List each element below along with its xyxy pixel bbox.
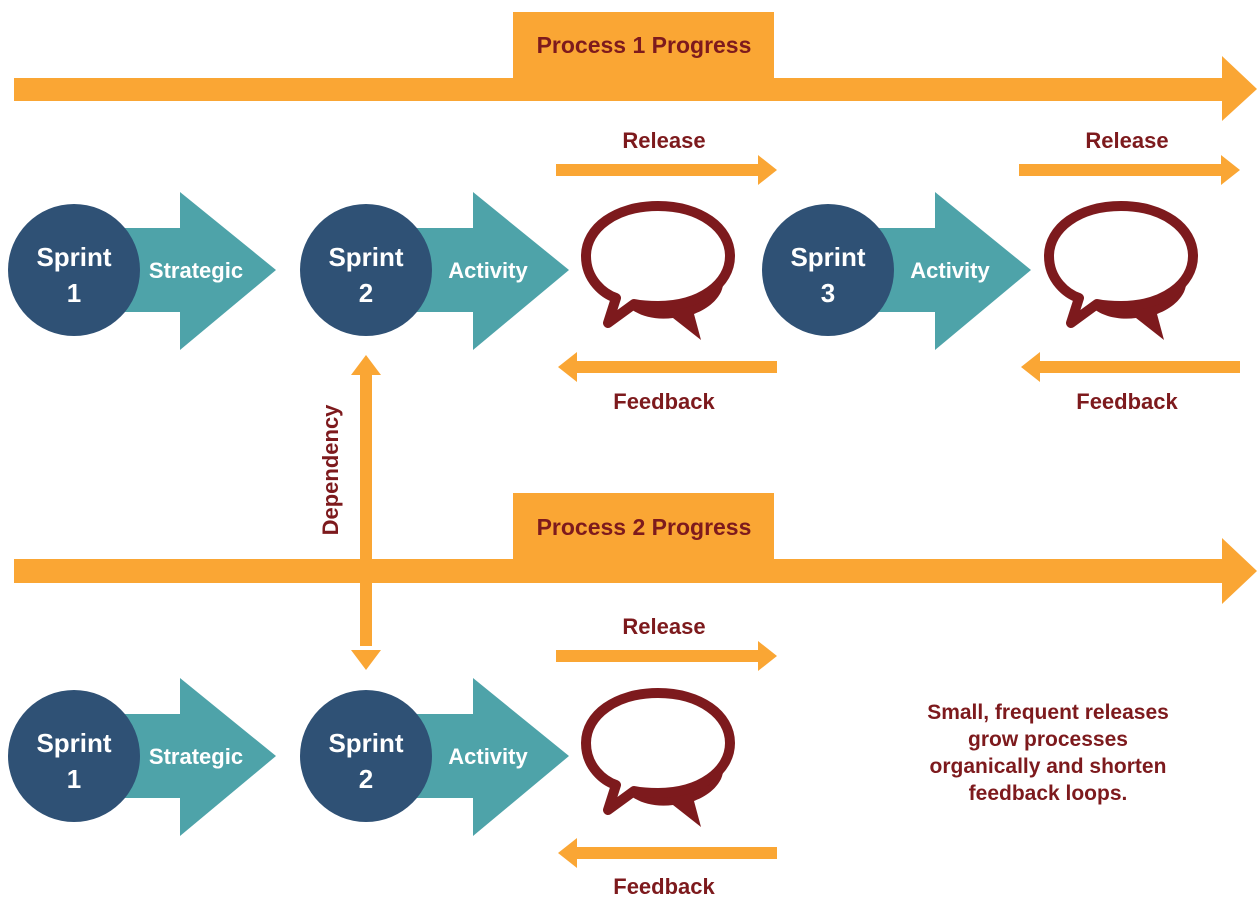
dependency-arrowhead-up bbox=[351, 355, 381, 375]
note-line: Small, frequent releases bbox=[927, 701, 1169, 724]
process-1-banner-title: Process 1 Progress bbox=[537, 32, 752, 58]
process-2-feedback-loop-1: Release Feedback bbox=[556, 614, 777, 897]
sprint-circle bbox=[8, 204, 140, 336]
sprint-label: Sprint bbox=[36, 242, 111, 272]
sprint-circle bbox=[8, 690, 140, 822]
sprint-number: 1 bbox=[67, 764, 81, 794]
process-2-banner-tab bbox=[513, 493, 774, 560]
process-1-feedback-loop-1: Release Feedback bbox=[556, 128, 777, 414]
process-2-sprint-2: Sprint 2 Activity bbox=[300, 678, 569, 836]
stage-label: Activity bbox=[910, 258, 990, 283]
sprint-label: Sprint bbox=[328, 728, 403, 758]
process-1-banner-tab bbox=[513, 12, 774, 79]
stage-label: Activity bbox=[448, 744, 528, 769]
note-line: feedback loops. bbox=[969, 782, 1128, 805]
dependency-shaft bbox=[360, 372, 372, 646]
strategic-arrow bbox=[100, 678, 276, 836]
process-2-banner-title: Process 2 Progress bbox=[537, 514, 752, 540]
process-1-progress-arrow bbox=[14, 56, 1257, 121]
sprint-label: Sprint bbox=[328, 242, 403, 272]
sprint-label: Sprint bbox=[790, 242, 865, 272]
release-arrow bbox=[556, 155, 777, 185]
sprint-circle bbox=[762, 204, 894, 336]
feedback-arrow bbox=[558, 838, 777, 868]
process-1-sprint-3: Sprint 3 Activity bbox=[762, 192, 1031, 350]
note-line: grow processes bbox=[968, 728, 1128, 751]
sprint-number: 2 bbox=[359, 764, 373, 794]
sprint-number: 1 bbox=[67, 278, 81, 308]
activity-arrow bbox=[855, 192, 1031, 350]
process-1-sprint-1: Sprint 1 Strategic bbox=[8, 192, 276, 350]
activity-arrow bbox=[395, 192, 569, 350]
feedback-arrow bbox=[558, 352, 777, 382]
speech-bubbles-icon bbox=[586, 693, 730, 827]
sprint-number: 2 bbox=[359, 278, 373, 308]
feedback-arrow bbox=[1021, 352, 1240, 382]
process-1-sprint-2: Sprint 2 Activity bbox=[300, 192, 569, 350]
stage-label: Strategic bbox=[149, 258, 243, 283]
process-2-sprint-1: Sprint 1 Strategic bbox=[8, 678, 276, 836]
activity-arrow bbox=[395, 678, 569, 836]
sprint-number: 3 bbox=[821, 278, 835, 308]
speech-bubbles-icon bbox=[586, 206, 730, 340]
sprint-circle bbox=[300, 690, 432, 822]
process-1-feedback-loop-2: Release Feedback bbox=[1019, 128, 1240, 414]
note-line: organically and shorten bbox=[930, 755, 1167, 778]
feedback-label: Feedback bbox=[613, 389, 715, 414]
dependency-shaft-overlay bbox=[360, 555, 372, 587]
dependency-arrowhead-down bbox=[351, 650, 381, 670]
feedback-label: Feedback bbox=[613, 874, 715, 897]
release-label: Release bbox=[622, 128, 705, 153]
speech-bubbles-icon bbox=[1049, 206, 1193, 340]
feedback-label: Feedback bbox=[1076, 389, 1178, 414]
release-label: Release bbox=[622, 614, 705, 639]
process-2-track: Process 2 Progress bbox=[14, 493, 1257, 604]
sprint-circle bbox=[300, 204, 432, 336]
dependency-label: Dependency bbox=[318, 404, 343, 536]
sprint-label: Sprint bbox=[36, 728, 111, 758]
release-label: Release bbox=[1085, 128, 1168, 153]
dependency-connector: Dependency bbox=[318, 355, 381, 670]
release-arrow bbox=[1019, 155, 1240, 185]
stage-label: Strategic bbox=[149, 744, 243, 769]
release-arrow bbox=[556, 641, 777, 671]
process-2-progress-arrow bbox=[14, 538, 1257, 604]
stage-label: Activity bbox=[448, 258, 528, 283]
strategic-arrow bbox=[100, 192, 276, 350]
summary-note: Small, frequent releases grow processes … bbox=[927, 701, 1169, 805]
process-1-track: Process 1 Progress bbox=[14, 12, 1257, 121]
